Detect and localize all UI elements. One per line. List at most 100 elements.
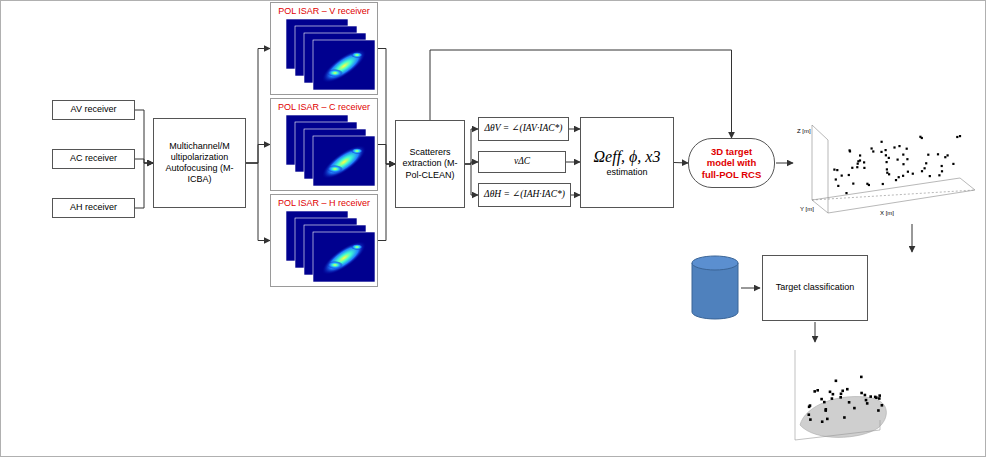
energy-blob <box>351 52 363 58</box>
receiver-box: AV receiver <box>52 100 135 120</box>
node-text: ΔθH = ∠(IAH·IAC*) <box>484 189 565 201</box>
connector <box>135 159 153 163</box>
energy-blob <box>327 69 343 77</box>
model-point <box>809 418 812 421</box>
scatter-plot <box>812 125 975 213</box>
scatter-point <box>852 183 854 185</box>
scatter-point <box>841 175 843 177</box>
frame-ground <box>313 232 375 282</box>
model-terminal: 3D target model with full-POL RCS <box>688 138 775 188</box>
scatter-point <box>959 135 961 137</box>
model-point <box>878 394 881 397</box>
scatter-point <box>833 169 835 171</box>
node-text: AH receiver <box>70 202 117 213</box>
scatter-point <box>886 161 888 163</box>
scatter-point <box>868 184 870 186</box>
scatter-point <box>944 156 946 158</box>
model-point <box>826 418 829 421</box>
model-points <box>808 376 884 423</box>
scatter-point <box>952 163 954 165</box>
classified-model <box>795 350 886 440</box>
scatter-point <box>886 168 888 170</box>
node-text: vΔC <box>514 156 530 168</box>
scatter-point <box>857 160 859 162</box>
scatter-point <box>902 175 904 177</box>
model-point <box>825 408 828 411</box>
connector <box>465 129 478 164</box>
node-text: AC receiver <box>70 153 117 164</box>
scatter-point <box>872 150 874 152</box>
connector <box>378 164 395 241</box>
axis-label: Z [m] <box>797 128 811 134</box>
scatter-point <box>859 154 861 156</box>
connector <box>378 49 395 165</box>
scatter-point <box>893 146 895 148</box>
model-point <box>869 395 872 398</box>
node-text: ΔθV = ∠(IAV·IAC*) <box>484 123 562 135</box>
scatter-point <box>947 154 949 156</box>
scatter-point <box>906 148 908 150</box>
node-text: 3D target model with full-POL RCS <box>697 146 766 180</box>
receiver-box: AC receiver <box>52 149 135 169</box>
model-point <box>853 407 856 410</box>
scatter-point <box>895 179 897 181</box>
scatter-point <box>848 174 850 176</box>
scatter-point <box>863 161 865 163</box>
scatter-point <box>885 154 887 156</box>
node-subtext: estimation <box>606 167 647 178</box>
formula-box: ΔθH = ∠(IAH·IAC*) <box>478 183 571 207</box>
scatter-point <box>898 176 900 178</box>
model-point <box>813 390 816 393</box>
database-icon <box>692 256 738 319</box>
formula-box: ΔθV = ∠(IAV·IAC*) <box>478 117 569 141</box>
isar-frame <box>313 40 375 90</box>
node-text: POL ISAR – C receiver <box>278 102 370 112</box>
connector <box>135 163 153 208</box>
scatter-point <box>925 162 927 164</box>
model-point <box>875 396 878 399</box>
node-text: POL ISAR – H receiver <box>278 198 370 208</box>
scatter-point <box>929 175 931 177</box>
model-point <box>840 393 843 396</box>
model-point <box>829 391 832 394</box>
scatter-point <box>941 165 943 167</box>
image-panel: POL ISAR – C receiver <box>270 98 378 191</box>
scatter-point <box>856 166 858 168</box>
model-point <box>877 409 880 412</box>
model-point <box>865 399 868 402</box>
connector <box>246 163 270 241</box>
energy-blob <box>327 165 343 173</box>
node-text: Scatterers extraction (M-Pol-CLEAN) <box>400 147 460 181</box>
scatter-point <box>888 157 890 159</box>
connector <box>246 145 270 164</box>
energy-blob <box>318 140 371 185</box>
scatter-point <box>897 159 899 161</box>
scatter-point <box>921 170 923 172</box>
scatter-point <box>836 169 838 171</box>
model-point <box>821 420 824 423</box>
model-point <box>835 380 838 383</box>
scatter-point <box>941 170 943 172</box>
node-text: Target classification <box>776 282 855 293</box>
scatter-point <box>880 151 882 153</box>
image-panel: POL ISAR – H receiver <box>270 194 378 287</box>
model-point <box>831 397 834 400</box>
connector <box>135 110 153 163</box>
energy-blob <box>318 236 371 281</box>
model-point <box>864 394 867 397</box>
scatter-point <box>956 136 958 138</box>
node-text: Ωeff, ϕ, x3 <box>594 147 661 167</box>
scatter-point <box>851 167 853 169</box>
model-point <box>832 393 835 396</box>
node-text: AV receiver <box>71 104 117 115</box>
axis-label: Y [m] <box>800 206 814 212</box>
scatter-point <box>907 171 909 173</box>
scatter-point <box>924 167 926 169</box>
flow-arrows <box>741 163 912 342</box>
connector <box>246 49 270 164</box>
node-text: POL ISAR – V receiver <box>278 6 370 16</box>
scatter-point <box>886 172 888 174</box>
